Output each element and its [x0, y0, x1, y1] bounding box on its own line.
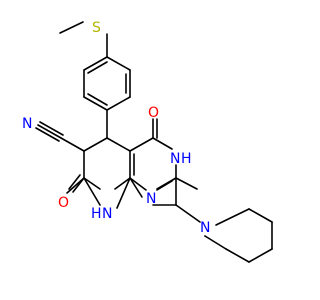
- bond-pip-2: [225, 248, 250, 263]
- bond-ar-inner-2: [87, 93, 108, 106]
- bond-ar-4: [83, 96, 108, 111]
- bond-pip-6: [215, 208, 250, 226]
- bond-c7-olower: [66, 177, 85, 194]
- bond-pip-1: [204, 235, 227, 250]
- bond-c4-n3: [152, 137, 173, 150]
- atom-pyrimidine-nitrogen: N: [146, 191, 156, 207]
- bond-nh-c8a: [114, 177, 131, 190]
- bond-triple-a: [37, 124, 62, 139]
- bond-triple-c: [39, 121, 64, 136]
- bond-c2-npip2: [175, 204, 201, 223]
- bond-c7-lactam: [83, 177, 101, 206]
- bond-ar-1: [106, 56, 131, 71]
- bond-c2-n1-double: [156, 180, 173, 191]
- bond-c8a-n1b: [129, 177, 143, 198]
- molecule-canvas: S N O N H O N H N N: [22, 20, 273, 263]
- bond-lines-secondary: [66, 177, 201, 223]
- atom-piperidine-nitrogen: N: [200, 220, 210, 236]
- bond-ar-inner-3: [87, 61, 108, 74]
- atom-lactam-nitrogen: N: [102, 206, 112, 222]
- atom-ring-nh-hydrogen: H: [181, 151, 192, 167]
- bond-lactam-c8a: [116, 177, 131, 209]
- bond-ar-3: [106, 96, 131, 111]
- bond-c4a-c4: [129, 137, 154, 152]
- bond-c2-npip: [175, 177, 198, 190]
- atom-labels: S N O N H O N H N N: [22, 20, 210, 236]
- bond-pip-5: [248, 208, 273, 223]
- bond-c6-cn: [60, 137, 85, 152]
- bond-pip-3: [248, 248, 273, 263]
- atom-sulfur: S: [92, 20, 101, 36]
- bond-methyl-s: [59, 21, 84, 34]
- atom-lactam-hydrogen: H: [91, 206, 102, 222]
- bond-c7-nh: [83, 177, 101, 190]
- molecule-structure: S N O N H O N H N N: [22, 20, 273, 263]
- bond-n1-c8a: [129, 177, 147, 191]
- atom-ring-nitrogen-nh: N: [170, 151, 180, 167]
- bond-triple-b: [35, 127, 60, 142]
- bond-c5-c4a: [106, 137, 131, 152]
- bond-c5-c6: [83, 137, 108, 152]
- bond-ar-6: [83, 56, 108, 71]
- bond-lines: [35, 21, 273, 263]
- atom-ketone-oxygen-upper: O: [148, 105, 159, 121]
- atom-nitrile-nitrogen: N: [22, 116, 32, 132]
- atom-ketone-oxygen-lower: O: [58, 195, 69, 211]
- bond-c7-o-double: [68, 174, 81, 190]
